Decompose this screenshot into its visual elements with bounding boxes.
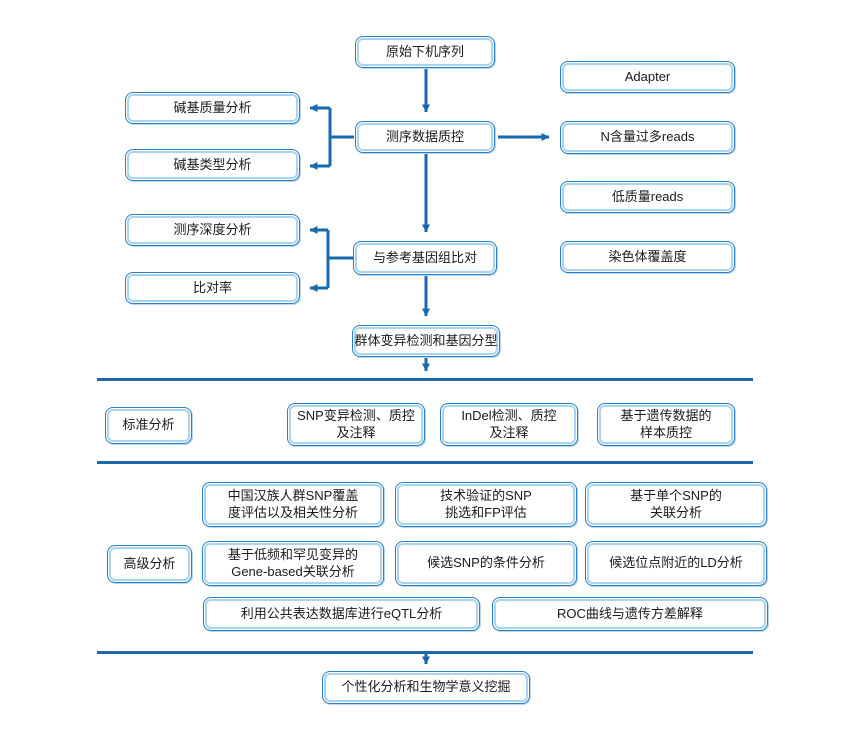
- section-divider-bottom: [97, 651, 753, 654]
- node-base-quality: 碱基质量分析: [125, 92, 300, 124]
- node-indel-detection: InDel检测、质控 及注释: [440, 403, 578, 446]
- connector-qc-left-trunk: [328, 108, 354, 166]
- node-n-reads: N含量过多reads: [560, 121, 735, 154]
- node-gene-based: 基于低频和罕见变异的 Gene-based关联分析: [202, 541, 384, 586]
- node-personalized: 个性化分析和生物学意义挖掘: [322, 671, 530, 704]
- node-base-type: 碱基类型分析: [125, 149, 300, 181]
- connector-align-left-trunk: [326, 230, 353, 288]
- node-data-qc: 测序数据质控: [355, 121, 495, 153]
- node-adapter: Adapter: [560, 61, 735, 93]
- node-mapping-rate: 比对率: [125, 272, 300, 304]
- node-conditional-snp: 候选SNP的条件分析: [395, 541, 577, 586]
- node-chrom-coverage: 染色体覆盖度: [560, 241, 735, 273]
- node-align-reference: 与参考基因组比对: [353, 241, 497, 275]
- node-roc: ROC曲线与遗传方差解释: [492, 597, 768, 631]
- section-divider-middle: [97, 461, 753, 464]
- section-divider-top: [97, 378, 753, 381]
- node-validated-snp: 技术验证的SNP 挑选和FP评估: [395, 482, 577, 527]
- node-raw-sequence: 原始下机序列: [355, 36, 495, 68]
- node-low-quality-reads: 低质量reads: [560, 181, 735, 213]
- node-single-snp: 基于单个SNP的 关联分析: [585, 482, 767, 527]
- node-eqtl: 利用公共表达数据库进行eQTL分析: [203, 597, 480, 631]
- node-depth-analysis: 测序深度分析: [125, 214, 300, 246]
- label-standard-analysis: 标准分析: [105, 407, 192, 444]
- node-ld-analysis: 候选位点附近的LD分析: [585, 541, 767, 586]
- node-genetic-sample-qc: 基于遗传数据的 样本质控: [597, 403, 735, 446]
- node-han-snp-coverage: 中国汉族人群SNP覆盖 度评估以及相关性分析: [202, 482, 384, 527]
- node-snp-detection: SNP变异检测、质控 及注释: [287, 403, 425, 446]
- node-variant-genotyping: 群体变异检测和基因分型: [352, 325, 500, 357]
- label-advanced-analysis: 高级分析: [107, 545, 192, 583]
